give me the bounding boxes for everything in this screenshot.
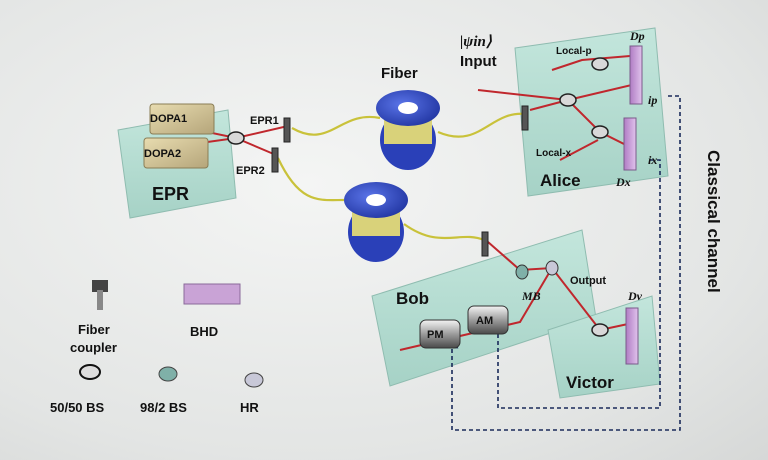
legend-bhd-label: BHD [190, 324, 218, 339]
dopa1-box [149, 103, 215, 135]
detector-dx [623, 117, 637, 171]
dopa2-label: DOPA2 [144, 148, 181, 160]
legend-bhd-icon [183, 283, 241, 305]
input-label: Input [460, 53, 497, 70]
bs-alice-main [559, 93, 577, 107]
epr1-label: EPR1 [250, 115, 279, 127]
psi-in-label: |ψin⟩ [460, 34, 492, 50]
fiber-lines [277, 112, 527, 242]
legend-bs982-icon [158, 366, 178, 382]
bs-982-bob [515, 264, 529, 280]
am-modulator [467, 305, 509, 335]
alice-station-label: Alice [540, 171, 581, 190]
legend-fiber-coupler-icon [92, 280, 108, 310]
classical-channel-label: Classical channel [704, 150, 723, 293]
legend-bs982-label: 98/2 BS [140, 400, 187, 415]
dp-label: Dp [629, 29, 645, 43]
fiber-spool-2 [344, 182, 408, 262]
bob-station-label: Bob [396, 289, 429, 308]
detector-dp [629, 45, 643, 105]
detector-dv [625, 307, 639, 365]
coupler-epr1 [283, 117, 291, 143]
coupler-alice [521, 105, 529, 131]
epr-station-label: EPR [152, 184, 189, 204]
dopa1-label: DOPA1 [150, 113, 187, 125]
bs-victor [591, 323, 609, 337]
hr-bob [545, 260, 559, 276]
fiber-spool-1 [376, 90, 440, 170]
legend-hr-label: HR [240, 400, 259, 415]
dopa2-box [143, 137, 209, 169]
dv-label: Dv [627, 289, 643, 303]
output-label: Output [570, 275, 606, 287]
coupler-bob [481, 231, 489, 257]
bs-alice-x [591, 125, 609, 139]
victor-station-label: Victor [566, 373, 614, 392]
ix-label: ix [648, 153, 657, 167]
pm-label: PM [427, 329, 444, 341]
epr2-label: EPR2 [236, 165, 265, 177]
legend-hr-icon [244, 372, 264, 388]
coupler-epr2 [271, 147, 279, 173]
pm-modulator [419, 319, 461, 349]
dx-label: Dx [615, 175, 631, 189]
legend-bs5050-label: 50/50 BS [50, 400, 105, 415]
ip-label: ip [648, 93, 657, 107]
bs-alice-p [591, 57, 609, 71]
local-p-label: Local-p [556, 46, 592, 57]
local-x-label: Local-x [536, 148, 571, 159]
legend-bs5050-icon [79, 364, 101, 380]
legend-fiber-coupler-label-2: coupler [70, 340, 117, 355]
legend-fiber-coupler-label-1: Fiber [78, 322, 110, 337]
classical-channel-lines [445, 95, 681, 431]
am-label: AM [476, 315, 493, 327]
fiber-label: Fiber [381, 65, 418, 82]
mb-label: MB [521, 289, 541, 303]
bs-epr [227, 131, 245, 145]
